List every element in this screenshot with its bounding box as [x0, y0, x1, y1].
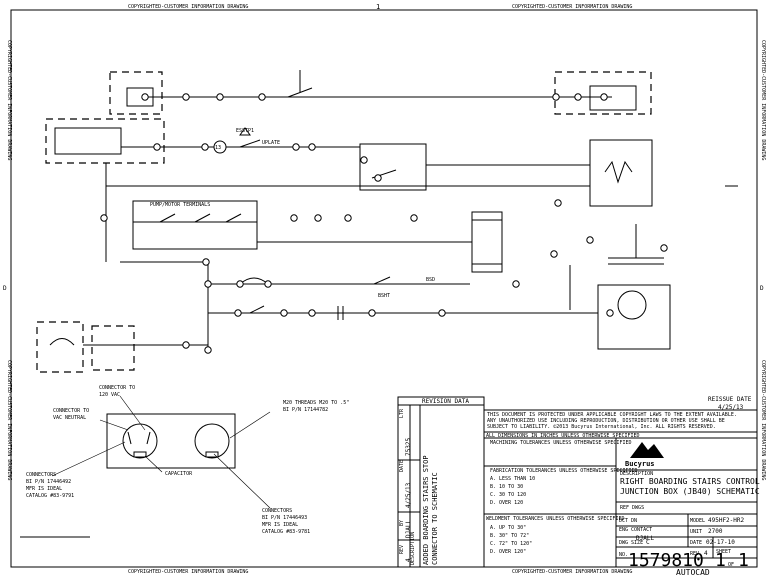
sheet-of: OF [728, 562, 734, 568]
side-mark-right: D [760, 285, 764, 292]
node-13-marker [213, 140, 227, 154]
model-label: MODEL [690, 518, 705, 524]
title-line-2: JUNCTION BOX (JB40) SCHEMATIC [620, 487, 760, 496]
rev-rev: 4 [405, 558, 412, 562]
rev-by: DJALL [405, 520, 412, 538]
fab-row-d: D. OVER 120 [490, 500, 523, 506]
dims-note: ALL DIMENSIONS IN INCHES UNLESS OTHERWIS… [486, 433, 640, 439]
date-label: DATE [690, 540, 702, 546]
receptacle-right [194, 423, 230, 459]
unit: 2700 [708, 528, 723, 535]
drawn-label: DCT DN [619, 518, 637, 524]
eng-contact: DJALL [636, 535, 654, 542]
fab-row-c: C. 30 TO 120 [490, 492, 526, 498]
rev-date-label: DATE [399, 460, 405, 472]
estop-label: ESSTP1 [236, 128, 254, 134]
weld-row-a: A. UP TO 30" [490, 525, 526, 531]
model: 495HF2-HR2 [708, 517, 745, 524]
rev-date: 4/25/13 [405, 482, 412, 508]
title-block [483, 409, 758, 568]
rev-by-label: BY [399, 520, 405, 526]
copyright-top-left: COPYRIGHTED-CUSTOMER INFORMATION DRAWING [128, 4, 248, 10]
dwg-size-label: DWG SIZE [619, 540, 643, 546]
weld-header: WELDMENT TOLERANCES UNLESS OTHERWISE SPE… [486, 516, 624, 522]
copyright-right-top: COPYRIGHTED-CUSTOMER INFORMATION DRAWING [760, 40, 766, 160]
no-label: NO. [619, 552, 628, 558]
zone-mark-top: 1 [376, 3, 380, 11]
weld-row-b: B. 30" TO 72" [490, 533, 529, 539]
bsht-label: BSHT [378, 293, 390, 299]
sheet-number: 1 [715, 550, 726, 571]
fab-row-b: B. 10 TO 30 [490, 484, 523, 490]
side-mark-left: D [3, 285, 7, 292]
logo-text: Bucyrus [625, 460, 655, 468]
title-line-1: RIGHT BOARDING STAIRS CONTROL [620, 477, 760, 486]
machining-header: MACHINING TOLERANCES UNLESS OTHERWISE SP… [490, 440, 631, 446]
fab-header: FABRICATION TOLERANCES UNLESS OTHERWISE … [490, 468, 638, 474]
m20-threads-label: M20 THREADS M20 TO .5"BI P/N 17144782 [283, 400, 349, 413]
receptacle-left [122, 423, 158, 459]
bucyrus-logo [630, 442, 664, 458]
node-13-label: 13 [215, 145, 221, 151]
rev-description-label: DESCRIPTION [410, 532, 416, 565]
rev-ecn: 75325 [405, 438, 412, 456]
unit-label: UNIT [690, 529, 702, 535]
bsd-label: BSD [426, 277, 435, 283]
copyright-notice: THIS DOCUMENT IS PROTECTED UNDER APPLICA… [487, 412, 740, 430]
capacitor-label: CAPACITOR [165, 471, 193, 477]
copyright-left-top: COPYRIGHTED-CUSTOMER INFORMATION DRAWING [6, 40, 12, 160]
sheet-label: SHEET [716, 549, 731, 555]
rev-ltr-label: LTR [399, 408, 405, 418]
sheet-total: 1 [738, 550, 749, 571]
rev-rev-label: REV [399, 545, 405, 554]
wiring [36, 70, 738, 373]
copyright-right-bottom: COPYRIGHTED-CUSTOMER INFORMATION DRAWING [760, 360, 766, 480]
revision-header: REVISION DATA [422, 398, 469, 405]
autocad-label: AUTOCAD [676, 568, 710, 576]
terminal-block-label: PUMP/MOTOR TERMINALS [150, 202, 210, 208]
weld-row-d: D. OVER 120" [490, 549, 526, 555]
weld-row-c: C. 72" TO 120" [490, 541, 532, 547]
copyright-left-bottom: COPYRIGHTED-CUSTOMER INFORMATION DRAWING [6, 360, 12, 480]
dwg-size: C [646, 539, 650, 546]
copyright-top-right: COPYRIGHTED-CUSTOMER INFORMATION DRAWING [512, 4, 632, 10]
eng-contact-label: ENG CONTACT [619, 527, 652, 533]
drawing-number: 1579810 [628, 550, 704, 571]
rev: 4 [704, 550, 708, 557]
copyright-bottom-left: COPYRIGHTED-CUSTOMER INFORMATION DRAWING [128, 569, 248, 575]
rev-label: REV [690, 551, 699, 557]
uplate-label: UPLATE [262, 140, 280, 146]
copyright-bottom-right: COPYRIGHTED-CUSTOMER INFORMATION DRAWING [512, 569, 632, 575]
ref-dwgs-label: REF DWGS [620, 505, 644, 511]
connector-detail [20, 395, 271, 538]
drawing-border [10, 9, 758, 568]
date: 02-17-10 [706, 539, 735, 546]
rev-description: ADDED BOARDING STAIRS STOPCONNECTOR TO S… [422, 455, 439, 565]
fab-row-a: A. LESS THAN 10 [490, 476, 535, 482]
description-label: DESCRIPTION [620, 471, 653, 477]
